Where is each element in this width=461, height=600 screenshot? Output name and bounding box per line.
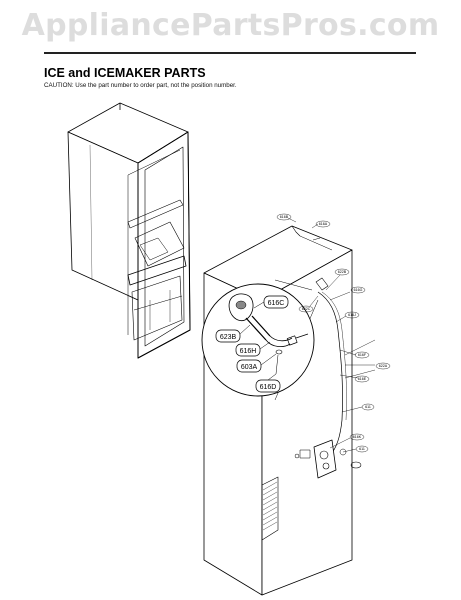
small-label-616K: 616K (353, 435, 362, 439)
small-label-611: 611 (365, 405, 371, 409)
small-label-616J: 616J (348, 313, 356, 317)
callout-616C: 616C (253, 295, 289, 309)
callout-623B: 623B (215, 324, 251, 343)
callout-616D: 616D (255, 373, 281, 393)
callout-616H: 616H (235, 341, 271, 357)
page-title: ICE and ICEMAKER PARTS (44, 66, 206, 80)
small-label-616A: 616A (319, 222, 328, 226)
small-label-611-b: 611 (359, 447, 365, 451)
small-label-622B: 622B (338, 270, 347, 274)
label-616C: 616C (268, 300, 285, 307)
label-616D: 616D (260, 384, 277, 391)
small-position-labels: 616B 616A 622B 616G 622C 616J 616F 616E … (276, 213, 391, 453)
small-label-616E: 616E (358, 377, 367, 381)
small-label-622C: 622C (302, 307, 311, 311)
rear-cabinet-illustration (203, 217, 376, 596)
open-cabinet-illustration (67, 102, 191, 359)
small-label-622A: 622A (379, 364, 388, 368)
watermark: AppliancePartsPros.com (21, 8, 440, 43)
small-label-616F: 616F (358, 353, 367, 357)
callout-603A: 603A (236, 353, 277, 373)
detail-magnifier (201, 279, 319, 401)
label-616H: 616H (240, 348, 257, 355)
label-603A: 603A (241, 364, 258, 371)
small-label-616G: 616G (354, 288, 363, 292)
label-623B: 623B (220, 334, 237, 341)
header-rule (44, 52, 416, 54)
caution-note: CAUTION: Use the part number to order pa… (44, 82, 237, 89)
small-label-616B: 616B (280, 215, 289, 219)
